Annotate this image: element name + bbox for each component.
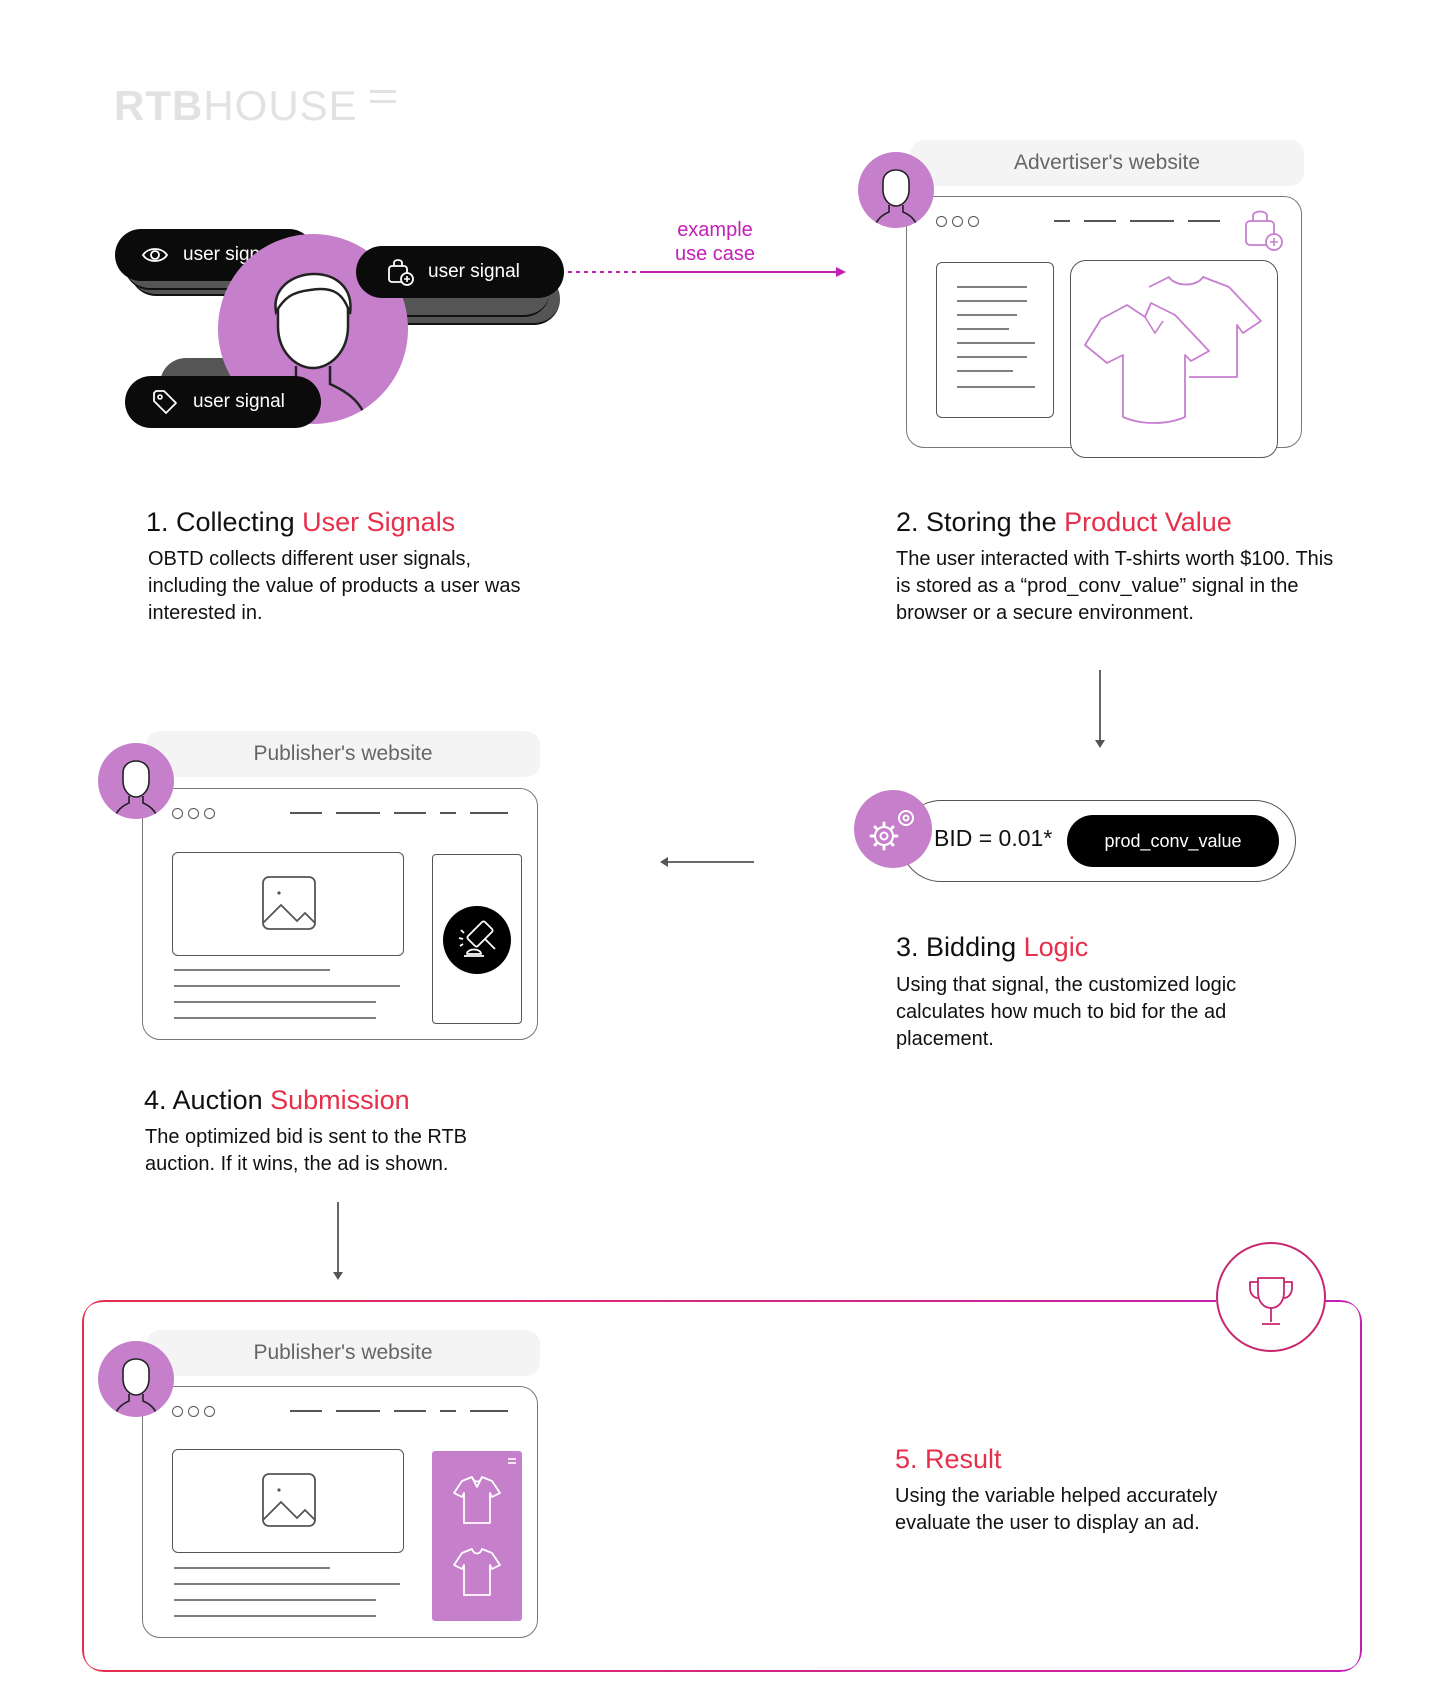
- bid-formula: BID = 0.01*: [934, 825, 1053, 851]
- nav-dashes: [290, 807, 508, 814]
- eye-icon: [141, 248, 169, 262]
- step2-title: 2. Storing the Product Value: [896, 507, 1232, 537]
- image-icon: [262, 876, 316, 930]
- example-connector-arrow: [568, 267, 846, 277]
- user-avatar: [98, 743, 174, 819]
- user-avatar: [98, 1341, 174, 1417]
- content-text-lines: [174, 969, 400, 1019]
- user-icon: [113, 760, 159, 819]
- content-text-lines: [174, 1567, 400, 1617]
- result-badge: [1216, 1242, 1326, 1352]
- step2-description: The user interacted with T-shirts worth …: [896, 548, 1334, 624]
- gears-icon: [869, 810, 914, 851]
- window-dots: [172, 1406, 215, 1417]
- result-frame: [82, 1300, 1362, 1672]
- product-description-panel: [936, 262, 1054, 418]
- menu-icon: [370, 90, 396, 110]
- user-avatar: [858, 152, 934, 228]
- image-icon: [262, 1473, 316, 1527]
- step5-title: 5. Result: [895, 1444, 1002, 1474]
- user-icon: [113, 1358, 159, 1417]
- tshirt-icon: [453, 1548, 501, 1596]
- step5-description: Using the variable helped accurately eva…: [895, 1485, 1218, 1534]
- tshirt-icon: [453, 1476, 501, 1524]
- nav-dashes: [290, 1405, 508, 1412]
- tshirt-icon: [1084, 276, 1262, 424]
- left-arrow: [660, 857, 754, 867]
- auction-badge: [443, 906, 511, 974]
- trophy-icon: [1249, 1277, 1293, 1325]
- window-dots: [172, 808, 215, 819]
- product-image-panel: [1070, 260, 1278, 458]
- displayed-ad[interactable]: [432, 1451, 522, 1621]
- user-icon: [256, 272, 370, 424]
- nav-dashes: [1054, 215, 1220, 222]
- ad-slot: [432, 854, 522, 1024]
- publisher-site-tab: Publisher's website: [146, 731, 540, 777]
- prod-conv-value-variable: prod_conv_value: [1067, 815, 1279, 867]
- user-signal-label: user signal: [428, 261, 520, 282]
- step4-description: The optimized bid is sent to the RTB auc…: [145, 1126, 468, 1175]
- step1-description: OBTD collects different user signals, in…: [148, 548, 521, 624]
- shopping-bag-plus-icon: [1245, 210, 1283, 251]
- logic-badge: [854, 790, 932, 868]
- user-signal-pill: user signal: [356, 246, 564, 298]
- advertiser-site-tab: Advertiser's website: [910, 140, 1304, 186]
- user-icon: [873, 169, 919, 228]
- content-image-placeholder: [172, 1449, 404, 1553]
- step4-title: 4. Auction Submission: [144, 1085, 410, 1115]
- example-use-case-label: example use case: [674, 219, 756, 265]
- content-image-placeholder: [172, 852, 404, 956]
- user-signal-pill: user signal: [125, 376, 321, 428]
- step1-title: 1. Collecting User Signals: [146, 507, 456, 537]
- window-dots: [936, 216, 979, 227]
- publisher-site-tab: Publisher's website: [146, 1330, 540, 1376]
- down-arrow: [1095, 670, 1105, 748]
- auction-gavel-icon: [458, 920, 496, 957]
- price-tag-icon: [153, 390, 177, 414]
- rtb-house-logo: RTBHOUSE: [114, 82, 358, 129]
- step3-title: 3. Bidding Logic: [896, 932, 1089, 962]
- down-arrow: [333, 1202, 343, 1280]
- step3-description: Using that signal, the customized logic …: [896, 974, 1237, 1050]
- user-signal-label: user signal: [193, 391, 285, 412]
- shopping-bag-plus-icon: [388, 259, 414, 286]
